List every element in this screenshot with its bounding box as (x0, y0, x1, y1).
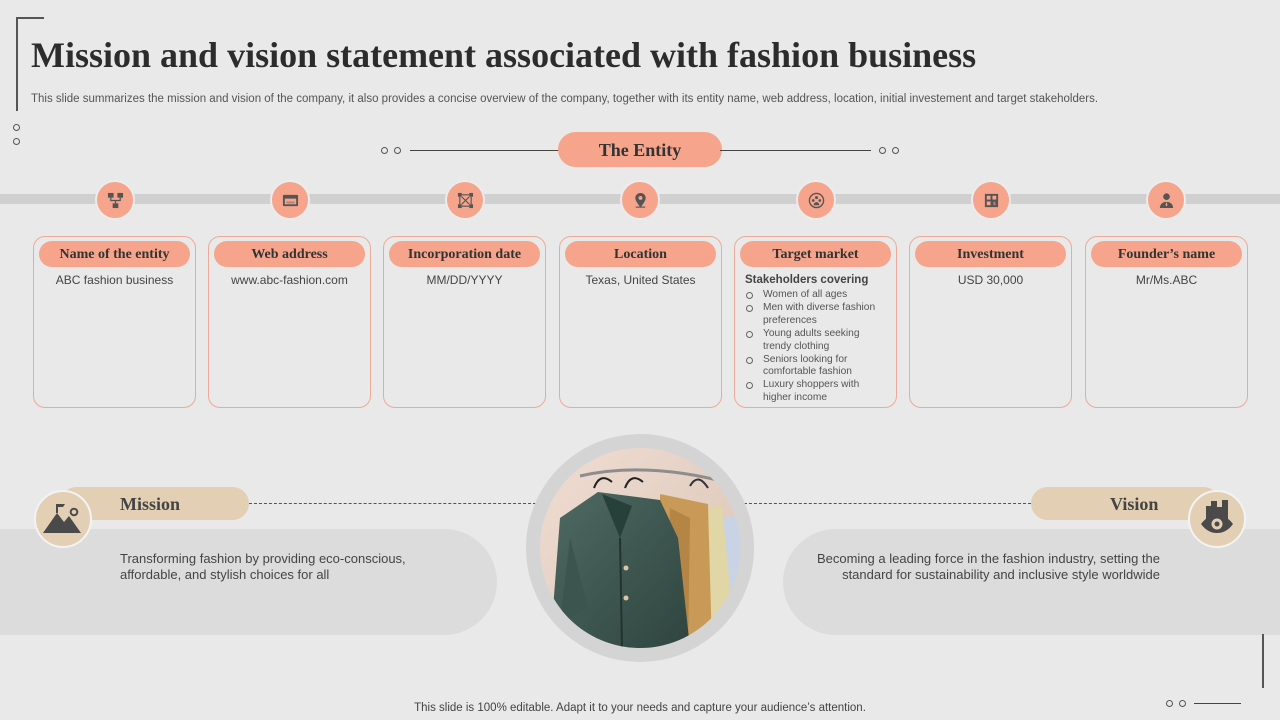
list-item-text: Seniors looking for comfortable fashion (763, 353, 852, 378)
stakeholders-list: Women of all ages Men with diverse fashi… (745, 289, 890, 405)
card-title: Target market (740, 241, 891, 267)
bullet-icon (746, 305, 753, 313)
bullet-icon (746, 382, 753, 390)
corner-bracket-top-left (16, 17, 44, 111)
decor-dot (381, 147, 388, 154)
decor-dot (13, 138, 20, 145)
corner-bracket-bottom-right (1262, 634, 1264, 688)
stakeholders-heading: Stakeholders covering (745, 274, 869, 286)
card-title: Incorporation date (389, 241, 540, 267)
card-title: Name of the entity (39, 241, 190, 267)
bullet-icon (746, 356, 753, 364)
list-item: Luxury shoppers with higher income (745, 379, 890, 404)
entity-name-card: Name of the entity ABC fashion business (33, 236, 196, 408)
card-value: MM/DD/YYYY (426, 273, 503, 287)
card-value: ABC fashion business (55, 273, 174, 287)
decor-dot (13, 124, 20, 131)
entity-line-left (410, 150, 560, 151)
target-market-card: Target market Stakeholders covering Wome… (734, 236, 897, 408)
list-item-text: Women of all ages (763, 289, 848, 300)
investment-card: Investment USD 30,000 (909, 236, 1072, 408)
decor-dot (892, 147, 899, 154)
target-group-icon (796, 180, 836, 220)
vision-text: Becoming a leading force in the fashion … (816, 551, 1160, 582)
network-nodes-icon (445, 180, 485, 220)
web-address-card: Web address www.abc-fashion.com (208, 236, 371, 408)
list-item: Men with diverse fashion preferences (745, 302, 890, 327)
mission-band (0, 529, 497, 635)
svg-text:$: $ (993, 201, 996, 207)
founder-person-icon (1146, 180, 1186, 220)
page-title: Mission and vision statement associated … (31, 35, 977, 75)
card-title: Location (565, 241, 716, 267)
eye-city-icon (1188, 490, 1246, 548)
mission-text: Transforming fashion by providing eco-co… (120, 551, 406, 582)
footer-note: This slide is 100% editable. Adapt it to… (414, 702, 866, 714)
decor-dot (1179, 700, 1186, 707)
incorporation-date-card: Incorporation date MM/DD/YYYY (383, 236, 546, 408)
card-title: Founder’s name (1091, 241, 1242, 267)
list-item: Young adults seeking trendy clothing (745, 328, 890, 353)
card-title: Investment (915, 241, 1066, 267)
list-item-text: Men with diverse fashion preferences (763, 302, 876, 326)
list-item-text: Young adults seeking trendy clothing (763, 327, 860, 352)
location-card: Location Texas, United States (559, 236, 722, 408)
web-browser-icon: www (270, 180, 310, 220)
investment-building-icon: $ (971, 180, 1011, 220)
vision-connector (744, 503, 1031, 504)
card-title: Web address (214, 241, 365, 267)
page-subtitle: This slide summarizes the mission and vi… (31, 93, 1099, 105)
bullet-icon (746, 330, 753, 338)
card-value: www.abc-fashion.com (231, 273, 348, 287)
decor-dot (394, 147, 401, 154)
mountain-flag-icon (34, 490, 92, 548)
decor-dot (1166, 700, 1173, 707)
card-value: Texas, United States (585, 273, 696, 287)
decor-dot (879, 147, 886, 154)
list-item-text: Luxury shoppers with higher income (763, 379, 860, 404)
card-value: USD 30,000 (957, 273, 1024, 287)
mission-connector (249, 503, 536, 504)
decor-line (1194, 703, 1241, 704)
bullet-icon (746, 292, 753, 299)
clothing-rack-photo (540, 448, 740, 648)
list-item: Seniors looking for comfortable fashion (745, 354, 890, 379)
list-item: Women of all ages (745, 289, 890, 302)
organization-chart-icon (95, 180, 135, 220)
entity-label: The Entity (558, 132, 722, 167)
card-value: Mr/Ms.ABC (1135, 273, 1198, 287)
svg-text:www: www (286, 200, 294, 204)
vision-band (783, 529, 1280, 635)
location-pin-icon (620, 180, 660, 220)
founder-name-card: Founder’s name Mr/Ms.ABC (1085, 236, 1248, 408)
entity-line-right (720, 150, 871, 151)
